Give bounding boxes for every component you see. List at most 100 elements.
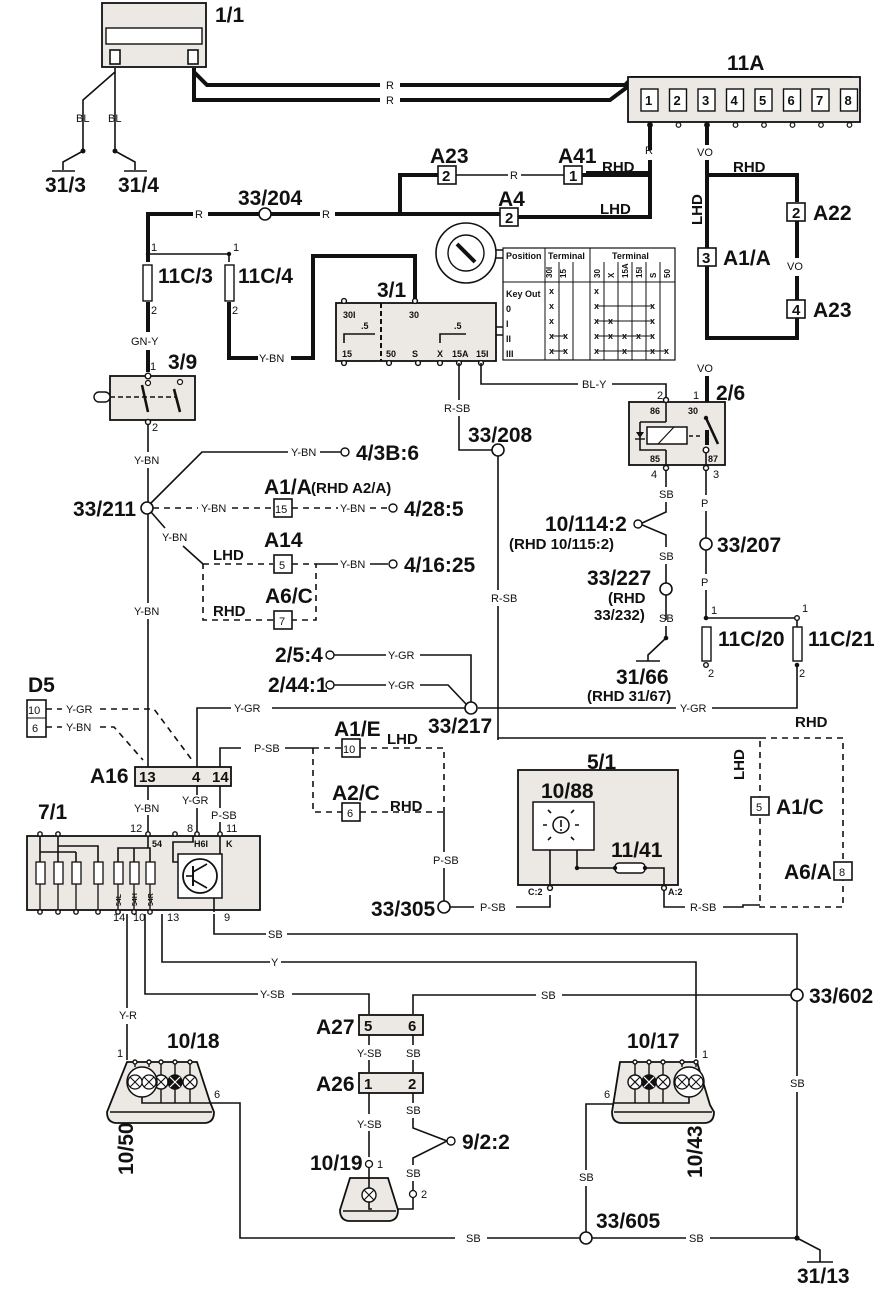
svg-text:A14: A14 <box>264 529 303 552</box>
svg-text:II: II <box>506 334 511 344</box>
fuse-slot-4[interactable]: 4 <box>725 88 745 128</box>
key-table-mark: x <box>594 301 599 311</box>
connector-10-114 <box>633 519 643 529</box>
key-table-terminal: S <box>649 272 658 278</box>
svg-text:6: 6 <box>347 808 353 820</box>
ignition-switch-label: 3/1 <box>377 279 407 302</box>
ref-4-28-5: 4/28:5 <box>404 498 464 521</box>
svg-text:10/19: 10/19 <box>310 1152 363 1175</box>
wire-label: P <box>701 498 708 510</box>
resistor-icon <box>113 861 124 885</box>
fuse-11-41 <box>614 862 646 874</box>
svg-text:2: 2 <box>442 168 450 185</box>
ignition-pin <box>414 359 422 367</box>
fuse-slot-label: 4 <box>731 93 739 108</box>
splice-33-227 <box>659 582 673 596</box>
key-table-mark: x <box>594 286 599 296</box>
ignition-pin <box>411 297 419 305</box>
svg-text:11: 11 <box>226 823 237 835</box>
fuse-slot-6[interactable]: 6 <box>782 88 802 128</box>
module-5-1[interactable] <box>517 769 679 886</box>
key-table-terminal: 30 <box>593 269 602 278</box>
wire-label: BL <box>108 113 121 125</box>
svg-text:15: 15 <box>275 504 287 516</box>
svg-text:31/66: 31/66 <box>616 666 669 689</box>
svg-text:A6/A: A6/A <box>784 861 832 884</box>
svg-text:11C/21: 11C/21 <box>808 628 875 651</box>
wire-label: Y-BN <box>201 503 226 515</box>
svg-text:(RHD: (RHD <box>608 590 646 607</box>
svg-text:30I: 30I <box>343 310 356 320</box>
svg-text:7/1: 7/1 <box>38 801 68 824</box>
svg-text:A6/C: A6/C <box>265 585 313 608</box>
fuse-slot-7[interactable]: 7 <box>811 88 830 128</box>
key-position-table: Position Terminal Terminal Key Out 0 I I… <box>502 247 676 361</box>
wire-label: SB <box>689 1233 704 1245</box>
ignition-pin <box>385 359 393 367</box>
svg-text:S: S <box>412 349 418 359</box>
wire-label: VO <box>697 363 713 375</box>
svg-text:I: I <box>506 319 509 329</box>
fuse-slot-label: 1 <box>645 93 652 108</box>
connector-a27 <box>358 1014 424 1036</box>
pin-a6c-7 <box>273 610 293 630</box>
svg-text:1: 1 <box>364 1076 372 1093</box>
svg-text:11/41: 11/41 <box>611 839 663 862</box>
svg-text:1: 1 <box>569 168 577 185</box>
svg-text:13: 13 <box>167 912 179 924</box>
ground-31-4: 31/4 <box>118 174 159 197</box>
svg-text:6: 6 <box>604 1089 610 1101</box>
wire-label: Y-BN <box>340 559 365 571</box>
wire-label: Y-GR <box>388 680 415 692</box>
key-table-terminal: 15I <box>635 267 644 278</box>
pin-a1a-3 <box>697 247 717 267</box>
bulb-icon <box>361 1187 377 1203</box>
fuse-slot-label: 3 <box>702 93 709 108</box>
key-table-mark: x <box>549 301 554 311</box>
pin-a2c-6 <box>341 802 361 822</box>
ground-31-13: 31/13 <box>797 1265 850 1288</box>
svg-text:33/207: 33/207 <box>717 534 781 557</box>
fuse-slot-2[interactable]: 2 <box>668 88 688 128</box>
svg-text:4: 4 <box>792 302 801 319</box>
svg-text:(RHD 31/67): (RHD 31/67) <box>587 688 671 705</box>
wire-label: SB <box>541 990 556 1002</box>
svg-text:10/114:2: 10/114:2 <box>545 513 627 536</box>
svg-text:87: 87 <box>708 454 718 464</box>
svg-text:H6I: H6I <box>194 839 208 849</box>
svg-text:A1/C: A1/C <box>776 796 824 819</box>
svg-text:A1/A: A1/A <box>264 476 312 499</box>
fuse-slot-8[interactable]: 8 <box>839 88 859 128</box>
key-table-terminal: 15A <box>621 263 630 278</box>
svg-text:15A: 15A <box>452 349 469 359</box>
svg-text:LHD: LHD <box>387 731 418 748</box>
svg-text:K: K <box>226 839 233 849</box>
key-table-mark: x <box>549 286 554 296</box>
svg-text:8: 8 <box>187 823 193 835</box>
fuse-slot-5[interactable]: 5 <box>754 88 773 128</box>
key-table-terminal: 15 <box>559 269 568 278</box>
svg-text:RHD: RHD <box>390 798 423 815</box>
ignition-pin <box>436 359 444 367</box>
module-pin-label: 54L <box>116 893 123 906</box>
battery[interactable] <box>101 2 207 68</box>
splice-33-207 <box>699 537 713 551</box>
fuse-slot-label: 6 <box>788 93 795 108</box>
wire-label: R <box>510 170 518 182</box>
wire-label: P <box>701 577 708 589</box>
fuse-11c21 <box>792 626 803 662</box>
svg-text:54: 54 <box>152 839 162 849</box>
key-table-mark: x <box>594 346 599 356</box>
splice-33-204 <box>258 207 272 221</box>
wire-label: BL-Y <box>582 379 607 391</box>
splice-33-605 <box>579 1231 593 1245</box>
svg-text:6: 6 <box>408 1018 416 1035</box>
svg-text:1: 1 <box>150 361 156 373</box>
connector-a1a-right: A1/A <box>723 247 771 270</box>
svg-text:A26: A26 <box>316 1073 355 1096</box>
svg-text:III: III <box>506 349 514 359</box>
wire-label: Y-SB <box>260 989 285 1001</box>
fuse-11c4 <box>224 264 235 302</box>
svg-text:1: 1 <box>151 242 157 254</box>
